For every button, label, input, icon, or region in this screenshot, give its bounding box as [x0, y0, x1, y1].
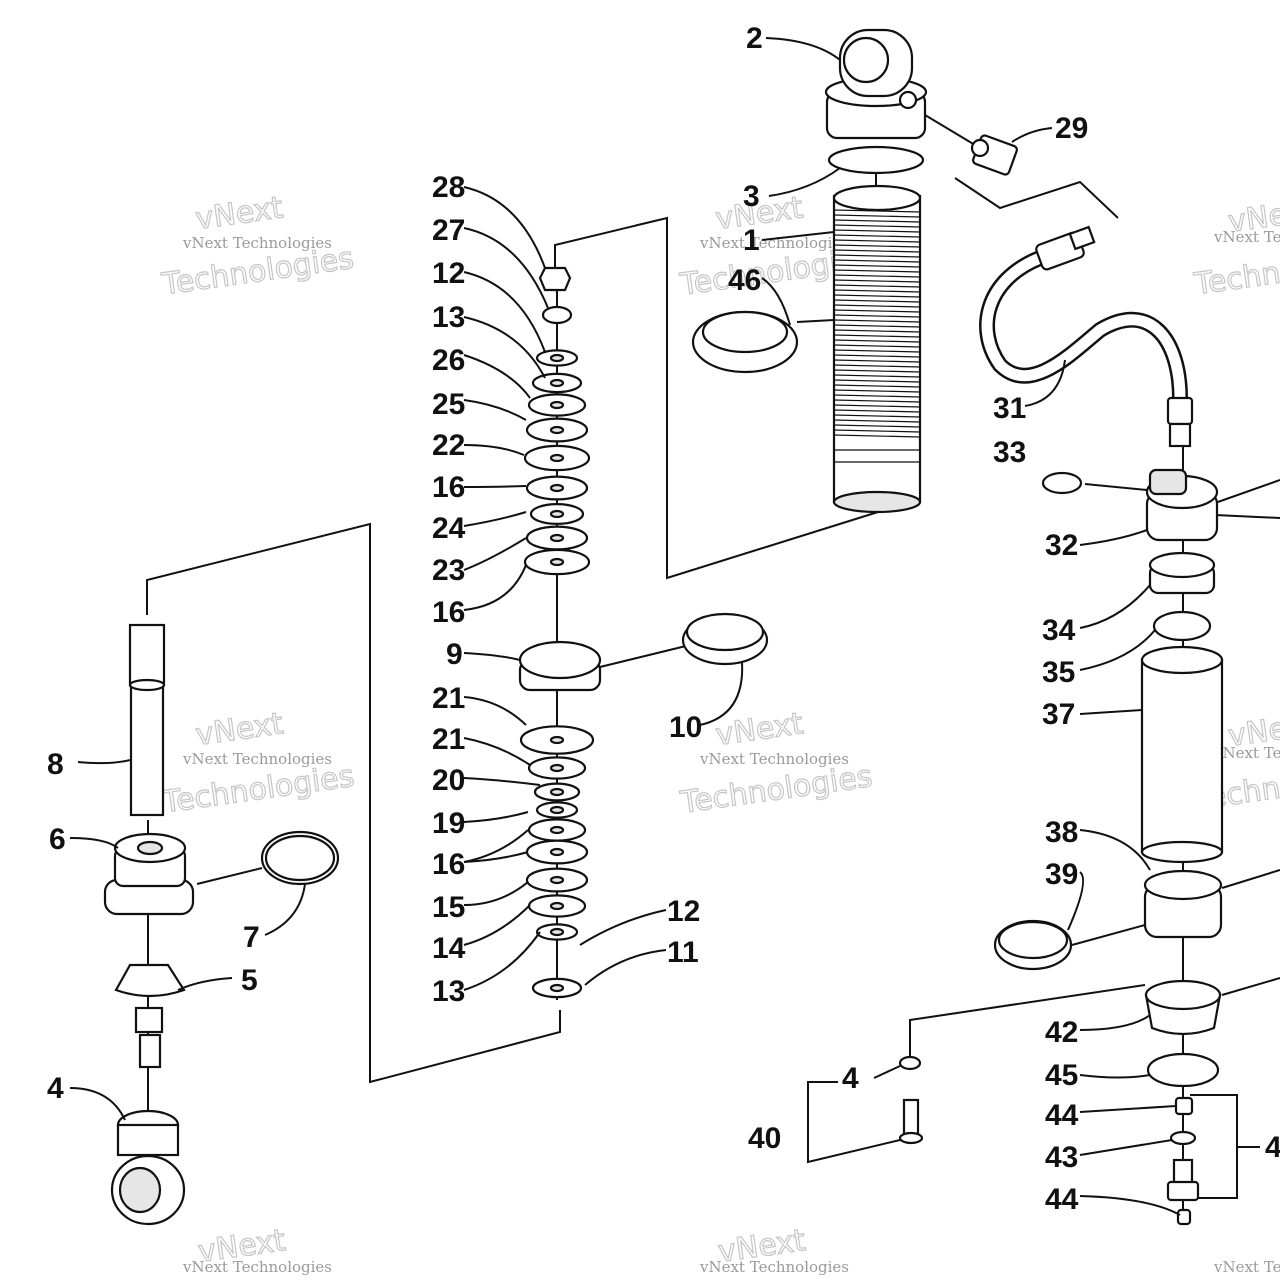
- callout-7: 7: [243, 921, 260, 954]
- callout-24: 26: [432, 344, 465, 377]
- callout-38: 40: [748, 1122, 781, 1155]
- callout-29: 32: [1045, 529, 1078, 562]
- spring-collar: [691, 310, 799, 374]
- callout-5: 5: [241, 964, 258, 997]
- watermark-word: Technologies: [160, 759, 357, 821]
- watermark-company: vNext Technologies: [1213, 1258, 1280, 1276]
- watermark-company: vNext Technologies: [1213, 744, 1280, 762]
- callout-35: 38: [1045, 816, 1078, 849]
- valve-stem: [1166, 1158, 1200, 1202]
- callout-33: 35: [1042, 656, 1075, 689]
- retaining-ring: [993, 919, 1073, 971]
- watermark-company: vNext Technologies: [182, 1258, 332, 1276]
- watermark-word: Technologies: [1192, 241, 1280, 303]
- bottom-o-ring: [1146, 1052, 1220, 1088]
- callout-45: 45: [1045, 1059, 1078, 1092]
- callout-46: 46: [728, 264, 761, 297]
- callout-3: 3: [743, 180, 760, 213]
- callout-18: 20: [432, 764, 465, 797]
- callout-16: 16: [432, 596, 465, 629]
- callout-10: 10: [669, 711, 702, 744]
- reservoir-piston: [1148, 551, 1216, 595]
- callout-9: 9: [446, 638, 463, 671]
- watermark-company: vNext Technologies: [699, 234, 849, 252]
- callout-40: 42: [1045, 1016, 1078, 1049]
- shock-body: [832, 184, 922, 514]
- reservoir-end-cap: [1143, 869, 1223, 939]
- reservoir-tube: [1140, 645, 1224, 864]
- small-o-ring: [1041, 471, 1083, 495]
- seal-head-ring: [260, 830, 340, 886]
- callout-16: 16: [432, 848, 465, 881]
- hose-fitting: [970, 134, 1018, 176]
- callout-21: 23: [432, 554, 465, 587]
- callout-22: 24: [432, 512, 466, 545]
- callout-43: 44: [1045, 1099, 1079, 1132]
- watermark-brand: vNext: [194, 190, 286, 237]
- reservoir-hose: [979, 225, 1194, 448]
- screw-washer: [898, 1055, 922, 1071]
- seal-head: [103, 832, 195, 916]
- callout-28: 31: [993, 392, 1026, 425]
- callout-13: 13: [432, 301, 465, 334]
- callout-23: 25: [432, 388, 465, 421]
- callout-31: 33: [993, 436, 1026, 469]
- callout-8: 8: [47, 748, 64, 781]
- watermark-company: vNext Technologies: [1213, 228, 1280, 246]
- watermark-company: vNext Technologies: [699, 1258, 849, 1276]
- callout-37: 39: [1045, 858, 1078, 891]
- callout-2: 2: [746, 22, 763, 55]
- callout-labels: 2 3 1 46 29 31 33 32 34 35 37 38 39 42 4…: [47, 22, 1280, 1216]
- callout-34: 37: [1042, 698, 1075, 731]
- callout-15: 15: [432, 891, 465, 924]
- callout-42: 43: [1045, 1141, 1078, 1174]
- shock-top-eye-cap: [824, 28, 928, 140]
- callout-26: 28: [432, 171, 465, 204]
- callout-11: 11: [667, 936, 699, 969]
- shim-stack-upper: [523, 349, 591, 576]
- reservoir-bottom-cap: [1144, 979, 1222, 1036]
- callout-1: 1: [743, 224, 760, 257]
- callout-4: 4: [47, 1072, 64, 1105]
- valve-core: [1174, 1096, 1194, 1116]
- watermark-word: Technologies: [678, 759, 875, 821]
- callout-21: 22: [432, 429, 465, 462]
- callout-20: 21: [432, 682, 465, 715]
- callout-44: 44: [1045, 1183, 1079, 1216]
- piston-nut: [538, 266, 573, 325]
- callout-6: 6: [49, 823, 66, 856]
- shim-stack-lower: [519, 725, 595, 999]
- bumper: [114, 963, 186, 1069]
- watermark-company: vNext Technologies: [699, 750, 849, 768]
- top-o-ring: [827, 145, 925, 175]
- callout-13: 13: [432, 975, 465, 1008]
- callout-12: 12: [432, 257, 465, 290]
- callout-19: 21: [432, 723, 465, 756]
- callout-16: 16: [432, 471, 465, 504]
- callout-14: 14: [432, 932, 466, 965]
- callout-12: 12: [667, 895, 700, 928]
- callout-32: 34: [1042, 614, 1076, 647]
- watermark-company: vNext Technologies: [182, 750, 332, 768]
- callout-27: 29: [1055, 112, 1088, 145]
- callout-17: 19: [432, 807, 465, 840]
- parts: [103, 28, 1224, 1226]
- bleed-screw: [898, 1098, 924, 1145]
- leader-lines: [69, 37, 1181, 1216]
- callout-41: 42: [1265, 1131, 1280, 1164]
- piston-o-ring: [1152, 610, 1212, 642]
- piston-band: [681, 612, 769, 666]
- watermark-company: vNext Technologies: [182, 234, 332, 252]
- valve-washer: [1169, 1130, 1197, 1146]
- bottom-eye: [110, 1109, 186, 1226]
- reservoir-cap: [1145, 468, 1219, 542]
- watermark-brand: vNext: [194, 706, 286, 753]
- callout-39: 4: [842, 1062, 859, 1095]
- watermark-brand: vNext: [714, 706, 806, 753]
- valve-cap: [1176, 1208, 1192, 1226]
- callout-25: 27: [432, 214, 465, 247]
- shaft: [128, 623, 166, 817]
- damper-piston: [518, 640, 602, 692]
